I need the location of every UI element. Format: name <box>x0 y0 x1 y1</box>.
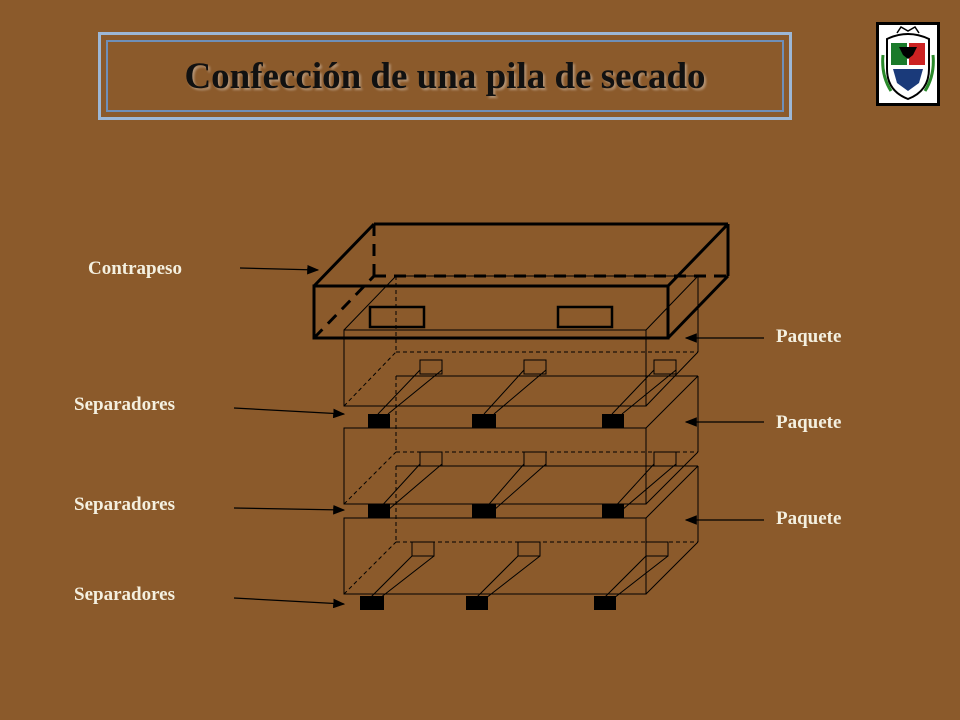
label-separadores-1: Separadores <box>74 394 175 415</box>
label-paquete-2: Paquete <box>776 412 842 433</box>
arrow-separadores-2 <box>233 505 346 515</box>
title-inner-border <box>106 40 784 112</box>
page-title: Confección de una pila de secado <box>184 56 706 97</box>
label-contrapeso: Contrapeso <box>88 258 182 279</box>
package-stack <box>343 275 699 595</box>
label-separadores-2: Separadores <box>74 494 175 515</box>
spacer-sticks <box>369 359 677 599</box>
spacer-ends <box>360 414 624 610</box>
label-paquete-3: Paquete <box>776 508 842 529</box>
arrow-separadores-3 <box>233 597 346 609</box>
arrow-contrapeso <box>239 264 320 275</box>
label-separadores-3: Separadores <box>74 584 175 605</box>
counterweight-box <box>312 222 730 340</box>
coat-of-arms-icon <box>876 22 940 106</box>
title-box: Confección de una pila de secado <box>98 32 792 120</box>
arrow-separadores-1 <box>233 407 346 419</box>
label-paquete-1: Paquete <box>776 326 842 347</box>
callout-arrows <box>233 264 764 609</box>
